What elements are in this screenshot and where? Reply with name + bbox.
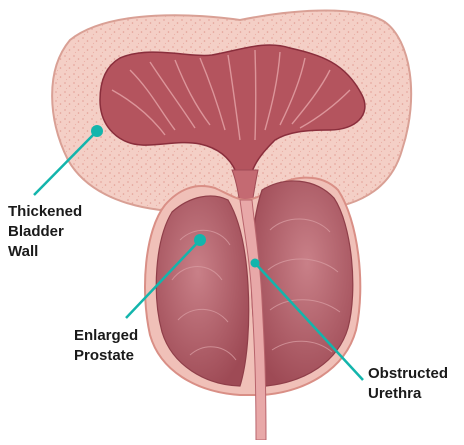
- urethra-marker: [251, 259, 260, 268]
- label-thickened-bladder-wall: Thickened Bladder Wall: [8, 202, 82, 262]
- bladder-wall-marker: [91, 125, 103, 137]
- label-obstructed-urethra: Obstructed Urethra: [368, 364, 448, 404]
- label-enlarged-prostate: Enlarged Prostate: [74, 326, 138, 366]
- prostate-marker: [194, 234, 206, 246]
